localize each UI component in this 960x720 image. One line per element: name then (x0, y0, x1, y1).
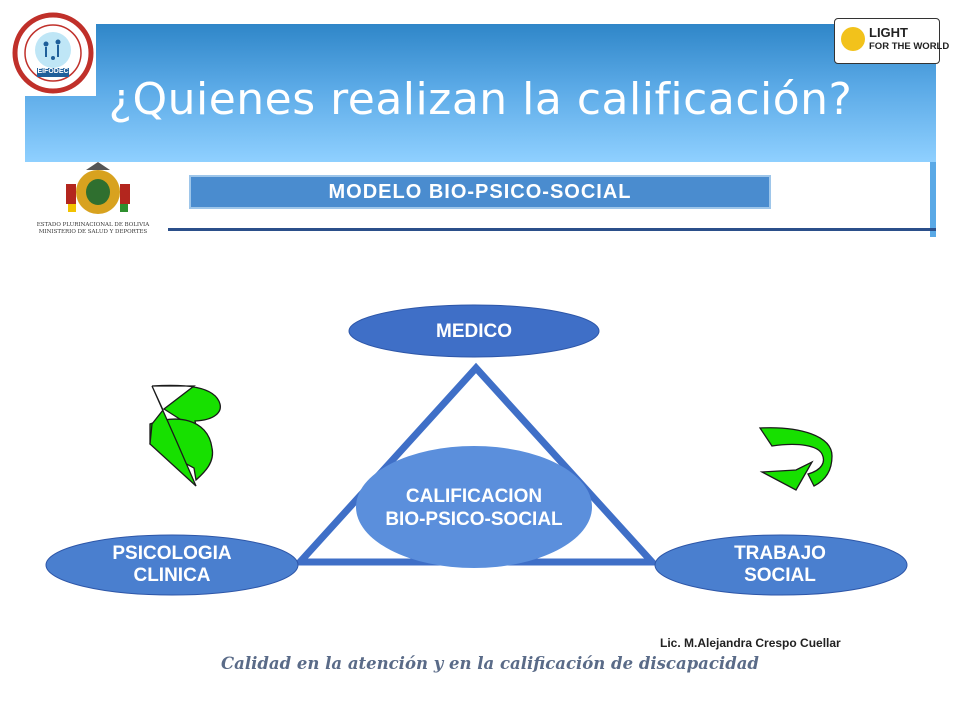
crest-caption-line1: ESTADO PLURINACIONAL DE BOLIVIA (36, 222, 150, 228)
crest-caption: ESTADO PLURINACIONAL DE BOLIVIA MINISTER… (30, 222, 156, 236)
band-edge (930, 162, 936, 237)
left-node (45, 534, 299, 596)
calificacion-label: CALIFICACION BIO-PSICO-SOCIAL (360, 485, 588, 531)
left-curved-arrow-icon (149, 384, 221, 487)
crest-caption-line2: MINISTERIO DE SALUD Y DEPORTES (38, 229, 148, 235)
divider-rule (168, 228, 936, 231)
logo-line2: FOR THE WORLD (869, 41, 950, 52)
trabajo-social-label: TRABAJO SOCIAL (680, 543, 880, 587)
psicologia-label: PSICOLOGIA CLINICA (72, 543, 272, 587)
calificacion-line1: CALIFICACION (405, 486, 543, 507)
psicologia-line2: CLINICA (133, 565, 211, 586)
trabajo-line1: TRABAJO (734, 543, 826, 564)
calificacion-line2: BIO-PSICO-SOCIAL (385, 509, 563, 530)
light-for-the-world-logo: LIGHT FOR THE WORLD (834, 18, 949, 64)
top-node (348, 304, 600, 358)
right-curved-arrow-icon (758, 427, 833, 491)
bolivia-crest (28, 160, 168, 260)
psicologia-line1: PSICOLOGIA (112, 543, 232, 564)
eifodec-logo (10, 10, 96, 96)
footer-slogan: Calidad en la atención y en la calificac… (221, 654, 759, 673)
eifodec-logo-text: EIFODEC (37, 68, 69, 75)
model-banner: MODELO BIO-PSICO-SOCIAL (189, 175, 771, 209)
title-banner (25, 24, 936, 162)
logo-line1: LIGHT (869, 25, 908, 40)
sun-icon (841, 27, 865, 51)
right-node (654, 534, 908, 596)
trabajo-line2: SOCIAL (744, 565, 816, 586)
medico-label: MEDICO (436, 321, 512, 342)
author-credit: Lic. M.Alejandra Crespo Cuellar (660, 636, 841, 650)
center-node (356, 446, 592, 568)
slide-title: ¿Quienes realizan la calificación? (108, 74, 853, 125)
